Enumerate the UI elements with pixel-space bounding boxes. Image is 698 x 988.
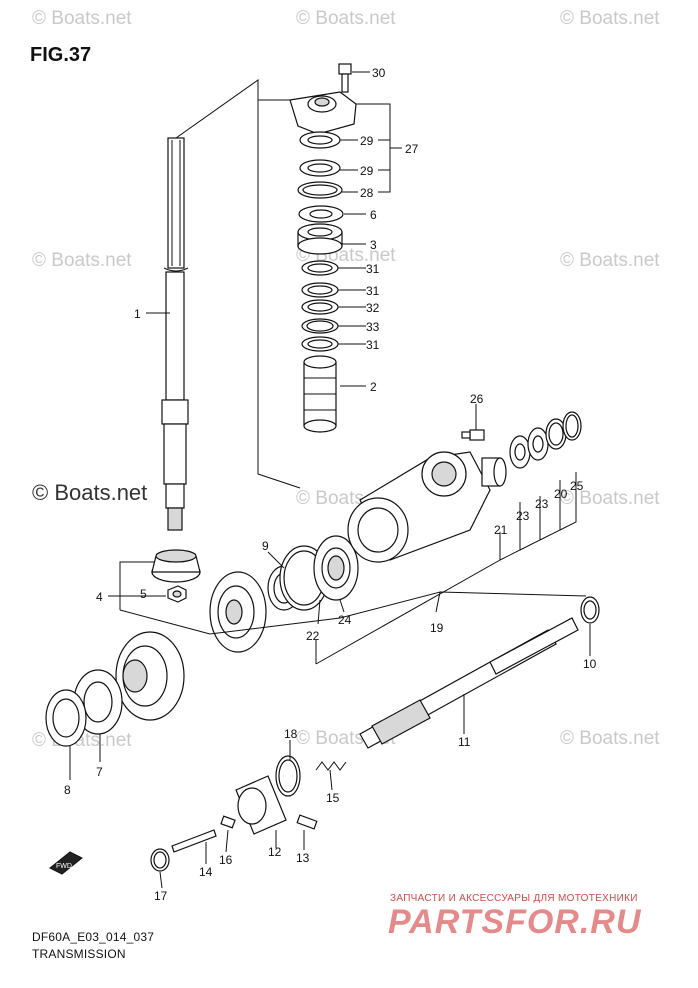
- nut-5: [167, 585, 187, 603]
- callout-31a: 31: [366, 262, 380, 276]
- callout-25: 25: [570, 479, 584, 493]
- ring-18: [275, 755, 301, 797]
- callout-18: 18: [284, 727, 298, 741]
- brand-logo: PARTSFOR.RU: [388, 903, 642, 941]
- callout-17: 17: [154, 889, 168, 903]
- watermark: © Boats.net: [560, 8, 660, 29]
- pin-16: [220, 815, 236, 829]
- callout-24: 24: [338, 613, 352, 627]
- callout-16: 16: [219, 853, 233, 867]
- bearing-3: [297, 223, 343, 255]
- bolt-26: [461, 429, 485, 441]
- shim-8: [45, 689, 87, 747]
- callout-2: 2: [370, 380, 377, 394]
- forward-gear: [115, 631, 185, 721]
- shaft-housing-19: [347, 451, 491, 563]
- watermark: © Boats.net: [32, 250, 132, 271]
- callout-13: 13: [296, 851, 310, 865]
- spring-15: [315, 761, 347, 771]
- brand-tagline: ЗАПЧАСТИ И АКСЕССУАРЫ ДЛЯ МОТОТЕХНИКИ: [390, 893, 638, 904]
- propeller-shaft-11: [359, 617, 579, 749]
- callout-31b: 31: [366, 284, 380, 298]
- callout-14: 14: [199, 865, 213, 879]
- callout-9: 9: [262, 539, 269, 553]
- callout-15: 15: [326, 791, 340, 805]
- callout-28: 28: [360, 186, 374, 200]
- leader-lines: [69, 71, 591, 889]
- circlip-33: [301, 318, 339, 334]
- callout-29b: 29: [360, 164, 374, 178]
- seal-23a: [509, 435, 531, 469]
- seal-29b: [299, 159, 341, 177]
- shim-31a: [301, 260, 339, 276]
- seal-23b: [527, 427, 549, 461]
- callout-4: 4: [96, 590, 103, 604]
- callout-1: 1: [134, 307, 141, 321]
- shim-31c: [301, 336, 339, 352]
- callout-32: 32: [366, 301, 380, 315]
- o-ring-28: [297, 181, 343, 199]
- callout-5: 5: [140, 587, 147, 601]
- forward-arrow-icon: FWD: [49, 851, 83, 875]
- thrust-washer-32: [301, 299, 339, 315]
- shim-10: [580, 596, 600, 624]
- sleeve-2: [303, 355, 337, 433]
- callout-23a: 23: [516, 509, 530, 523]
- callout-20: 20: [554, 487, 568, 501]
- figure-title: FIG.37: [30, 44, 92, 66]
- callout-12: 12: [268, 845, 282, 859]
- callout-31c: 31: [366, 338, 380, 352]
- callout-29a: 29: [360, 134, 374, 148]
- callout-8: 8: [64, 783, 71, 797]
- group-bracket-line: [257, 99, 290, 474]
- callout-19: 19: [430, 621, 444, 635]
- ring-17: [150, 848, 170, 872]
- callout-23b: 23: [535, 497, 549, 511]
- bolt-30: [338, 63, 352, 93]
- figure-name: TRANSMISSION: [32, 947, 126, 961]
- circlip-25: [562, 411, 582, 441]
- pinion-gear: [151, 549, 201, 583]
- watermark: © Boats.net: [560, 728, 660, 749]
- callout-27: 27: [405, 142, 419, 156]
- bearing-24: [313, 535, 359, 601]
- clutch-dog-12: [235, 775, 287, 835]
- callout-3: 3: [370, 238, 377, 252]
- needle-bearing-21: [481, 457, 507, 487]
- push-rod-14: [171, 829, 217, 853]
- callout-labels: 1 2 3 4 5 6 7 8 9 10 11 12 13 14 15 16 1…: [64, 66, 597, 903]
- seal-29a: [299, 131, 341, 149]
- washer-6: [298, 205, 344, 223]
- watermark-dark: © Boats.net: [32, 480, 148, 505]
- watermark: © Boats.net: [560, 250, 660, 271]
- shaft-guide-line: [175, 79, 301, 489]
- callout-7: 7: [96, 765, 103, 779]
- callout-22: 22: [306, 629, 320, 643]
- callout-33: 33: [366, 320, 380, 334]
- callout-11: 11: [458, 735, 471, 749]
- upper-housing-27: [289, 91, 357, 135]
- watermark: © Boats.net: [560, 488, 660, 509]
- figure-code: DF60A_E03_014_037: [32, 930, 155, 944]
- o-ring-20: [545, 418, 567, 450]
- pin-13: [296, 814, 318, 830]
- svg-text:FWD: FWD: [56, 863, 72, 870]
- watermark: © Boats.net: [32, 8, 132, 29]
- callout-30: 30: [372, 66, 386, 80]
- watermark: © Boats.net: [296, 8, 396, 29]
- callout-21: 21: [494, 523, 508, 537]
- drive-shaft: [161, 137, 189, 531]
- callout-26: 26: [470, 392, 484, 406]
- shim-31b: [301, 282, 339, 298]
- callout-10: 10: [583, 657, 597, 671]
- reverse-gear: [209, 571, 267, 653]
- callout-6: 6: [370, 208, 377, 222]
